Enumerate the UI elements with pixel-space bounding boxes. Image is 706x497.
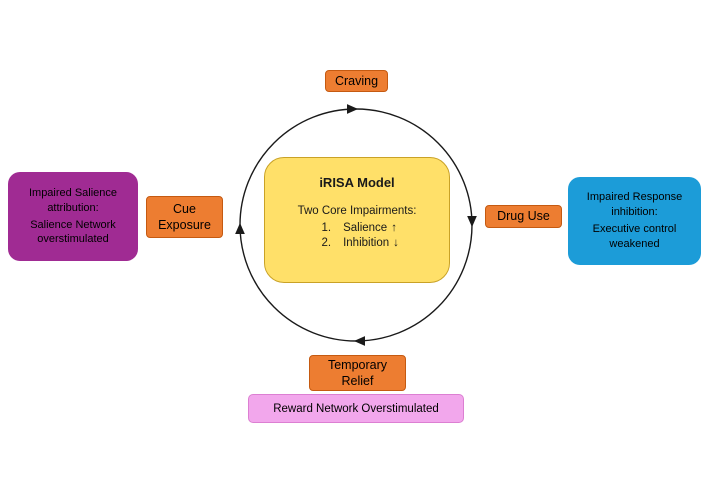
cycle-node-temporary-relief: Temporary Relief xyxy=(309,355,406,391)
salience-annotation-line2: Salience Network overstimulated xyxy=(30,218,116,246)
impairment-item-salience: 1. Salience ↑ xyxy=(315,221,399,236)
impairment-index: 2. xyxy=(321,237,332,249)
down-arrow-icon: ↓ xyxy=(393,237,399,249)
inhibition-annotation-line2: Executive control weakened xyxy=(592,223,677,250)
cycle-arc-top-right xyxy=(355,108,477,228)
cycle-node-cue-exposure: Cue Exposure xyxy=(146,196,223,238)
model-subtitle: Two Core Impairments: xyxy=(297,205,417,217)
up-arrow-icon: ↑ xyxy=(391,222,397,234)
model-title: iRISA Model xyxy=(319,175,395,190)
cycle-node-craving: Craving xyxy=(325,70,388,92)
impairments-list: 1. Salience ↑ 2. Inhibition ↓ xyxy=(315,221,399,251)
inhibition-annotation-box: Impaired Response inhibition: Executive … xyxy=(568,177,701,265)
impairment-label: Inhibition xyxy=(343,237,390,249)
impairment-index: 1. xyxy=(321,222,332,234)
cycle-arc-right-bottom xyxy=(353,224,473,346)
impairment-label: Salience xyxy=(343,222,388,234)
inhibition-annotation-line1: Impaired Response inhibition: xyxy=(586,191,683,219)
salience-annotation-box: Impaired Salience attribution: Salience … xyxy=(8,172,138,261)
irisa-model-box: iRISA Model Two Core Impairments: 1. Sal… xyxy=(264,157,450,283)
cycle-arc-left-top xyxy=(239,104,359,226)
salience-annotation-line1: Impaired Salience attribution: xyxy=(28,186,118,214)
reward-annotation-box: Reward Network Overstimulated xyxy=(248,394,464,423)
impairment-item-inhibition: 2. Inhibition ↓ xyxy=(315,236,399,251)
cycle-arc-bottom-left xyxy=(235,222,357,342)
cycle-node-drug-use: Drug Use xyxy=(485,205,562,228)
